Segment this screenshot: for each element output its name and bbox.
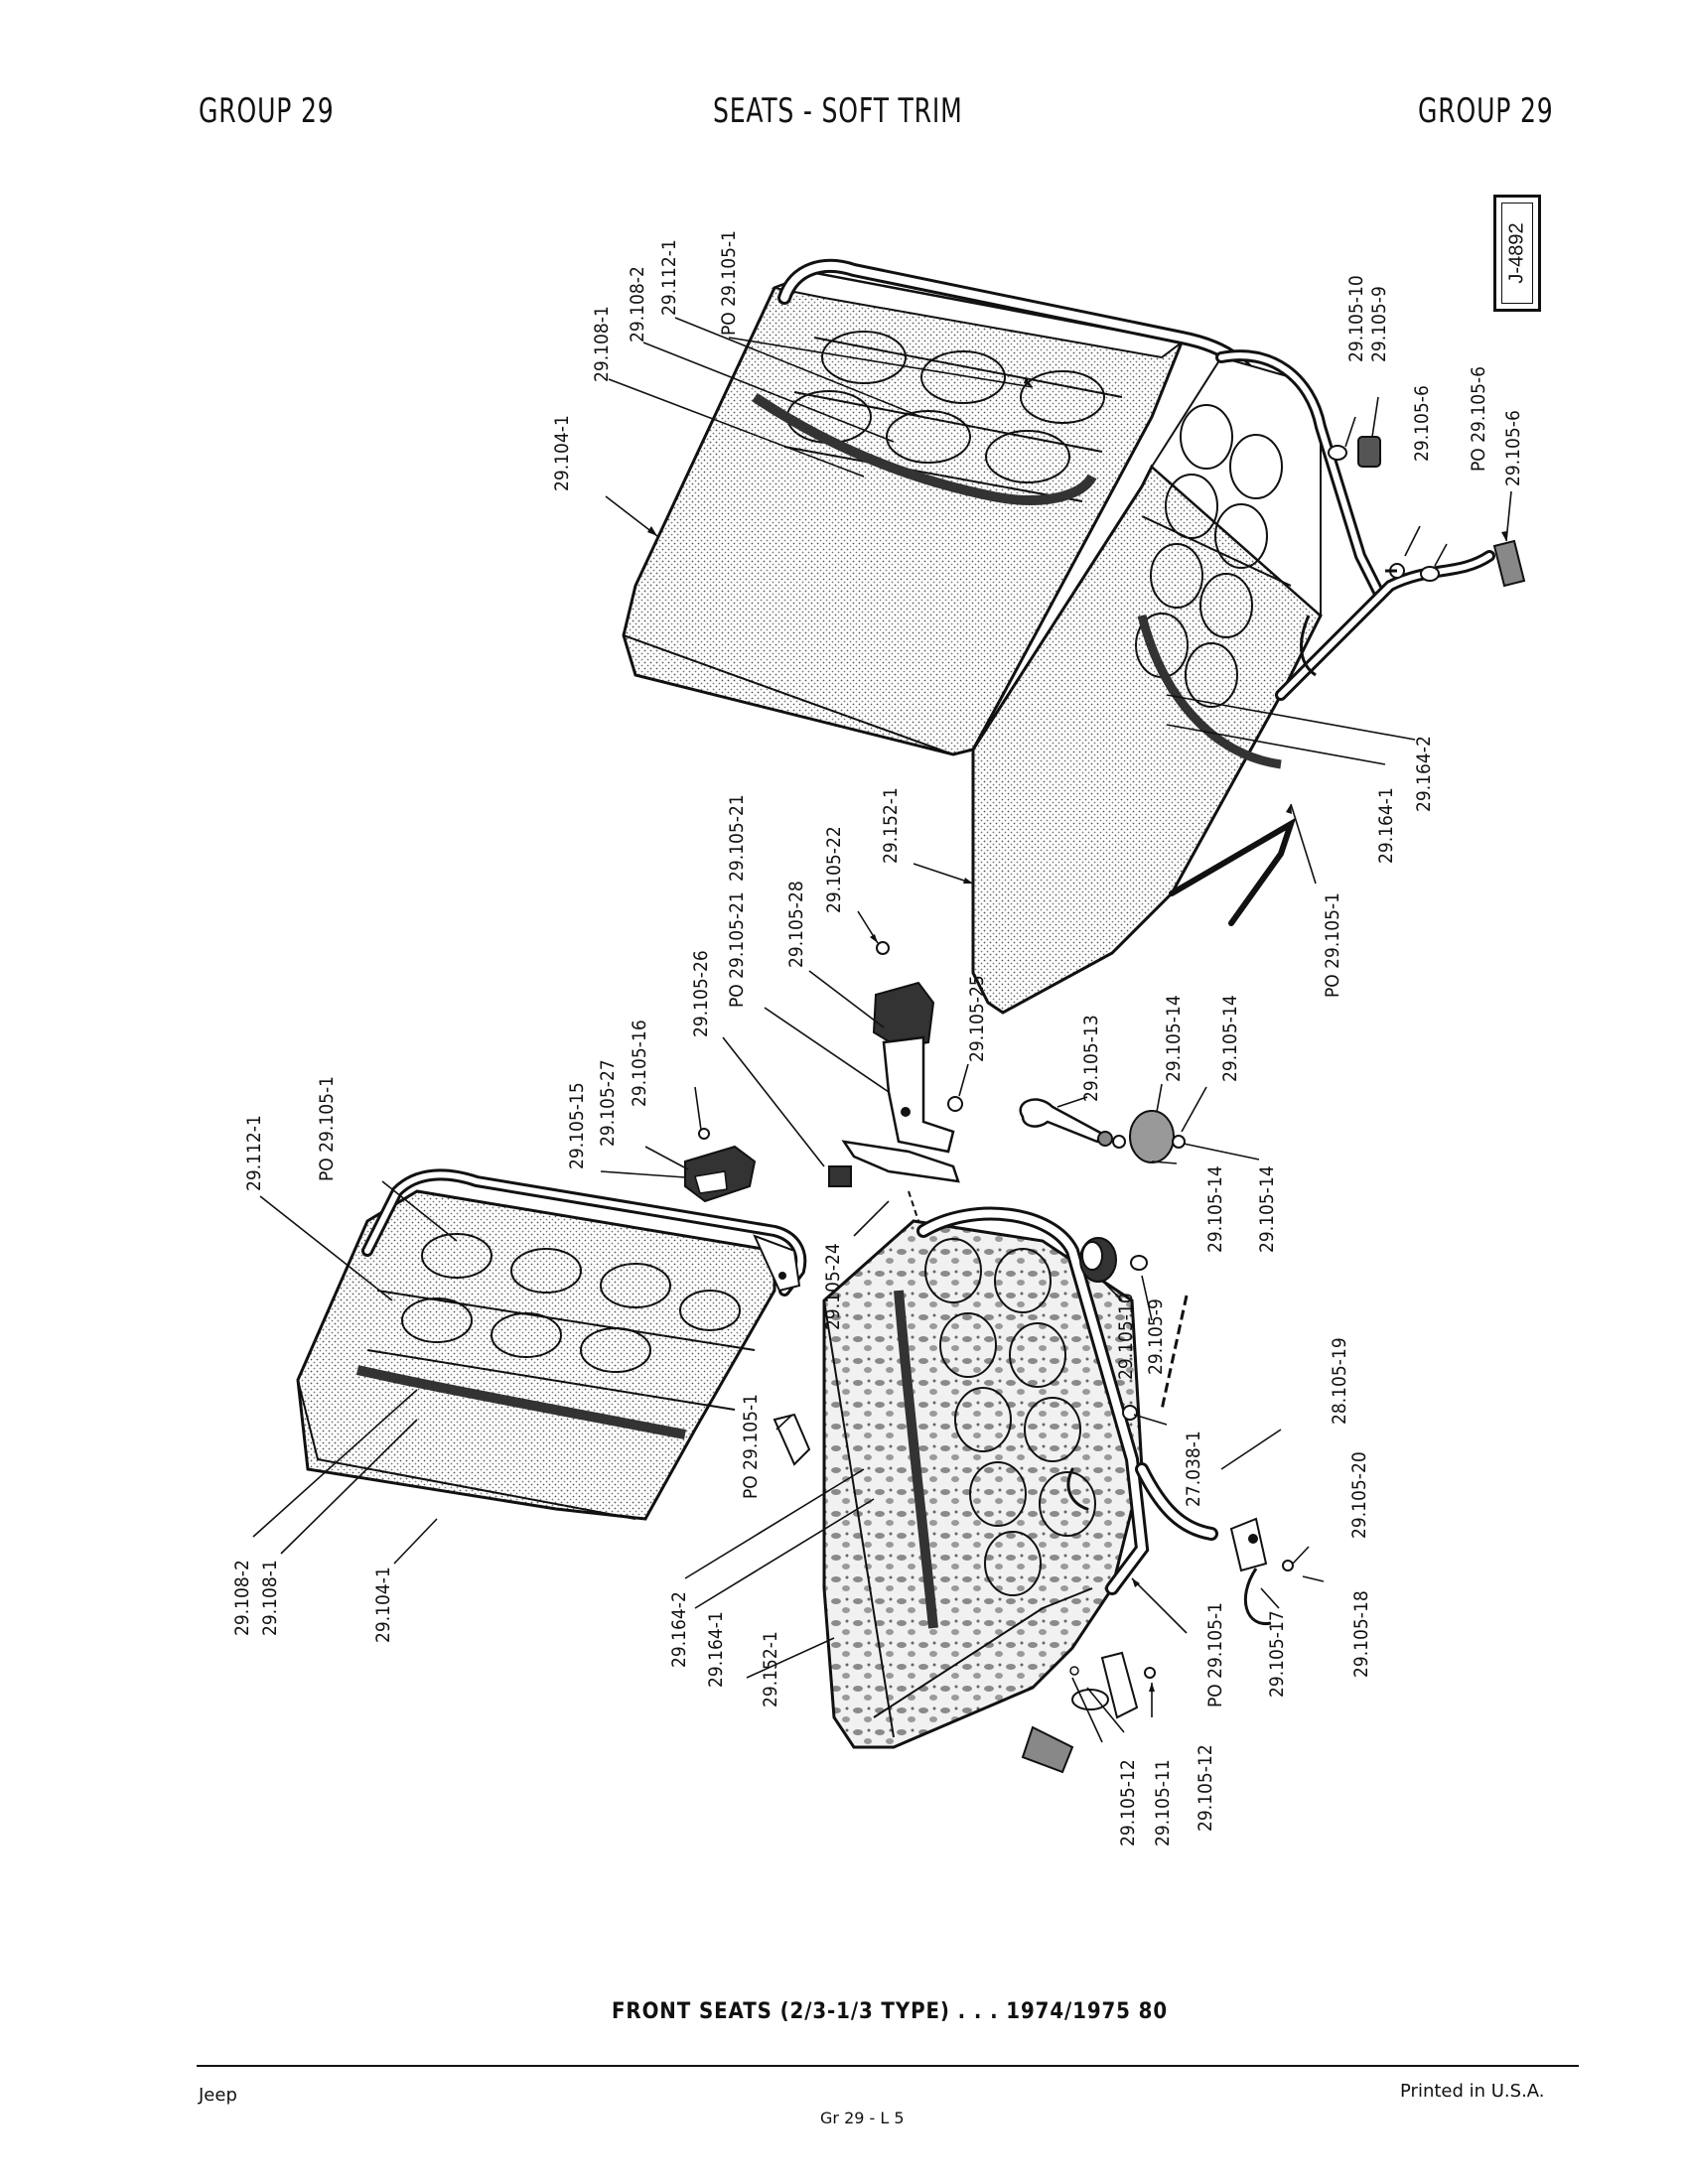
lower-left-seat-back-springs <box>355 1233 756 1439</box>
callout-label: 29.105-13 <box>1080 1015 1102 1102</box>
upper-seat-back-springs <box>752 331 1123 505</box>
callout-label: 29.105-12 <box>1195 1744 1216 1832</box>
callout-label: PO 29.105-1 <box>316 1076 338 1181</box>
callout-label: 29.105-12 <box>1117 1759 1139 1846</box>
callout-label: 29.104-1 <box>551 415 573 491</box>
footer-page-number: Gr 29 - L 5 <box>820 2109 905 2127</box>
callout-label: 29.108-1 <box>591 306 613 382</box>
page-title: SEATS - SOFT TRIM <box>713 91 963 131</box>
callout-label: 29.105-28 <box>785 881 807 968</box>
callout-label: 29.152-1 <box>880 787 902 864</box>
callout-label: 29.105-18 <box>1350 1590 1372 1678</box>
callout-label: 29.105-10 <box>1345 275 1367 362</box>
callout-labels: 29.104-1 29.108-1 29.108-2 29.112-1 PO 2… <box>231 230 1524 1846</box>
callout-label: 28.105-19 <box>1329 1337 1350 1425</box>
callout-label: 29.164-2 <box>668 1591 690 1668</box>
callout-label: PO 29.105-1 <box>740 1394 762 1499</box>
callout-label: 29.105-6 <box>1411 385 1433 462</box>
callout-label: 29.105-27 <box>597 1059 619 1147</box>
leader-arrowheads <box>647 377 1507 1692</box>
callout-label: PO 29.105-21 <box>726 891 748 1008</box>
callout-label: 29.105-14 <box>1256 1165 1278 1253</box>
upper-seat-hardware <box>1300 436 1526 677</box>
upper-seat-cushion-springs <box>1135 404 1283 769</box>
callout-label: 29.105-26 <box>690 950 712 1037</box>
callout-label: 29.105-11 <box>1152 1759 1174 1846</box>
callout-label: 29.105-9 <box>1145 1298 1167 1375</box>
upper-seat-back <box>622 271 1185 756</box>
lower-right-seat-cushion-frame <box>916 1206 1218 1595</box>
callout-label: 29.108-2 <box>231 1560 253 1636</box>
callout-label: 29.108-1 <box>259 1560 281 1636</box>
lower-right-seat-cushion-springs <box>894 1238 1096 1629</box>
callout-label: 29.105-9 <box>1368 286 1390 362</box>
figure-caption: FRONT SEATS (2/3-1/3 TYPE) . . . 1974/19… <box>612 1999 1169 2024</box>
pivot-bolt-assembly <box>1019 1098 1186 1163</box>
callout-label: 29.105-24 <box>822 1243 844 1330</box>
group-header-right: GROUP 29 <box>1418 91 1554 131</box>
callout-label: 29.105-21 <box>726 794 748 882</box>
footer-printed-note: Printed in U.S.A. <box>1400 2081 1545 2102</box>
hinge-bracket-assembly <box>828 941 963 1222</box>
reference-code-box: J-4892 <box>1493 195 1541 312</box>
callout-label: 29.105-25 <box>966 975 988 1062</box>
callout-label: PO 29.105-6 <box>1468 366 1489 472</box>
callout-label: 29.164-2 <box>1413 736 1435 812</box>
callout-label: 29.105-17 <box>1266 1610 1288 1698</box>
lower-left-seat-back-frame <box>361 1168 807 1297</box>
callout-label: 29.108-2 <box>627 266 648 342</box>
footer-rule <box>197 2065 1579 2067</box>
callout-label: 29.112-1 <box>658 239 680 316</box>
leader-lines <box>252 317 1512 1743</box>
callout-label: 29.105-14 <box>1163 995 1185 1082</box>
lower-left-seat-hardware <box>753 1234 801 1293</box>
callout-label: 29.152-1 <box>760 1631 781 1707</box>
callout-label: 29.105-6 <box>1502 410 1524 486</box>
callout-label: 29.105-10 <box>1115 1293 1137 1380</box>
callout-label: 29.105-14 <box>1204 1165 1226 1253</box>
lower-right-seat-cushion <box>822 1219 1144 1749</box>
group-header-left: GROUP 29 <box>199 91 335 131</box>
callout-label: 29.105-15 <box>566 1082 588 1169</box>
callout-label: 29.105-20 <box>1348 1451 1370 1539</box>
callout-label: PO 29.105-1 <box>1204 1602 1226 1707</box>
callout-label: PO 29.105-1 <box>718 230 740 336</box>
callout-label: 29.105-14 <box>1219 995 1241 1082</box>
latch-bracket <box>684 1128 757 1203</box>
footer-brand: Jeep <box>199 2085 237 2106</box>
callout-label: 29.105-16 <box>629 1020 650 1107</box>
callout-label: 27.038-1 <box>1183 1431 1204 1507</box>
callout-label: PO 29.105-1 <box>1322 892 1343 998</box>
callout-label: 29.112-1 <box>243 1115 265 1191</box>
reference-code-inner-border <box>1501 203 1533 304</box>
callout-label: 29.164-1 <box>705 1611 727 1688</box>
lower-right-seat-hardware <box>773 1237 1294 1774</box>
callout-label: 29.164-1 <box>1375 787 1397 864</box>
callout-label: 29.104-1 <box>372 1567 394 1643</box>
callout-label: 29.105-22 <box>823 826 845 913</box>
